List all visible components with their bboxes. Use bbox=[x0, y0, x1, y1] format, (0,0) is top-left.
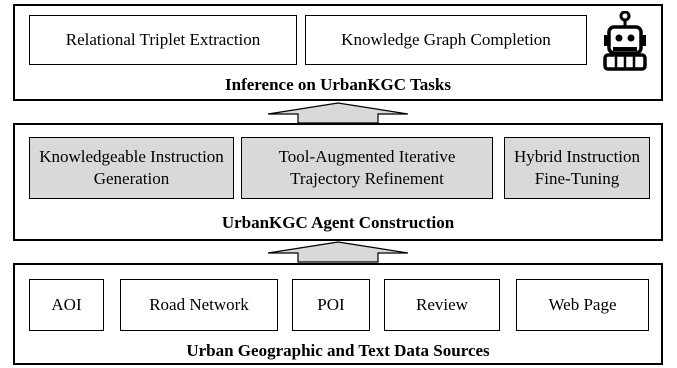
poi-label: POI bbox=[317, 295, 345, 314]
knowledge-graph-completion-box: Knowledge Graph Completion bbox=[305, 15, 587, 65]
up-arrow-icon bbox=[268, 241, 408, 263]
road-network-label: Road Network bbox=[149, 295, 249, 314]
web-page-box: Web Page bbox=[516, 279, 649, 331]
hybrid-instruction-fine-tuning-box: Hybrid Instruction Fine-Tuning bbox=[504, 137, 650, 199]
knowledgeable-instruction-generation-box: Knowledgeable Instruction Generation bbox=[29, 137, 234, 199]
agent-construction-caption: UrbanKGC Agent Construction bbox=[221, 213, 455, 232]
road-network-box: Road Network bbox=[120, 279, 278, 331]
agent-construction-panel: Knowledgeable Instruction Generation Too… bbox=[13, 123, 663, 241]
hybrid-instruction-fine-tuning-label: Hybrid Instruction Fine-Tuning bbox=[513, 147, 641, 188]
aoi-label: AOI bbox=[51, 295, 82, 314]
data-sources-caption: Urban Geographic and Text Data Sources bbox=[186, 341, 490, 360]
relational-triplet-extraction-box: Relational Triplet Extraction bbox=[29, 15, 297, 65]
trajectory-refinement-label: Tool-Augmented Iterative Trajectory Refi… bbox=[278, 147, 456, 188]
poi-box: POI bbox=[292, 279, 370, 331]
review-box: Review bbox=[384, 279, 500, 331]
aoi-box: AOI bbox=[29, 279, 104, 331]
relational-triplet-extraction-label: Relational Triplet Extraction bbox=[65, 30, 261, 49]
inference-panel: Relational Triplet Extraction Knowledge … bbox=[13, 4, 663, 101]
web-page-label: Web Page bbox=[548, 295, 617, 314]
knowledge-graph-completion-label: Knowledge Graph Completion bbox=[341, 30, 551, 49]
robot-icon bbox=[603, 11, 647, 71]
up-arrow-icon bbox=[268, 102, 408, 124]
trajectory-refinement-box: Tool-Augmented Iterative Trajectory Refi… bbox=[241, 137, 493, 199]
knowledgeable-instruction-generation-label: Knowledgeable Instruction Generation bbox=[39, 147, 224, 188]
inference-caption: Inference on UrbanKGC Tasks bbox=[225, 75, 451, 94]
data-sources-panel: AOI Road Network POI Review Web Page Urb… bbox=[13, 263, 663, 365]
review-label: Review bbox=[416, 295, 468, 314]
